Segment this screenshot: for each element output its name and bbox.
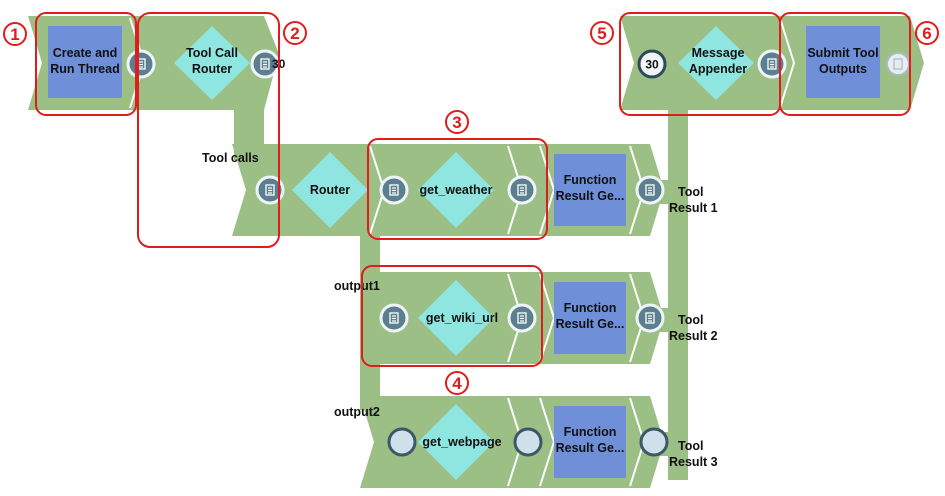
badge-number: 3 [452,113,461,132]
port-get-wiki-url-in[interactable] [379,303,409,333]
port-function-result-2-out[interactable] [635,303,665,333]
label-tool-result-1: Tool [678,185,703,199]
port-router-in[interactable] [255,175,285,205]
label-output2: output2 [334,405,380,419]
snap-square [554,406,626,478]
highlight-2 [137,12,280,248]
document-icon [893,58,903,70]
snap-create-run-thread[interactable]: Create and Run Thread [48,26,122,98]
snap-diamond [418,404,494,480]
gap-2 [380,364,668,396]
pipe-gap-fill [668,110,688,144]
snap-square [48,26,122,98]
port-count-appender-in: 30 [645,58,659,72]
highlight-1 [35,12,137,116]
label-tool-result-1: Result 1 [669,201,718,215]
snap-square [554,282,626,354]
port-function-result-3-out[interactable] [639,427,669,457]
label-tool-result-2: Result 2 [669,329,718,343]
port-message-appender-in[interactable]: 30 [637,49,667,79]
label-tool-calls: Tool calls [202,151,259,165]
badge-number: 2 [290,24,299,43]
snap-label: Appender [689,62,747,76]
badge-number: 1 [10,25,19,44]
snap-submit-tool-outputs[interactable]: Submit Tool Outputs [806,26,880,98]
snap-get-webpage[interactable]: get_webpage [418,404,502,480]
snap-label: Router [192,62,232,76]
highlight-3 [367,138,548,240]
snap-square [806,26,880,98]
snap-diamond [292,152,368,228]
snap-function-result-2[interactable]: Function Result Ge... [554,282,626,354]
snap-function-result-1[interactable]: Function Result Ge... [554,154,626,226]
snap-label: Create and [53,46,118,60]
badge-1: 1 [3,22,27,46]
port-submit-tool-outputs-out[interactable] [886,52,910,76]
snap-label: Result Ge... [556,441,625,455]
snap-label: Outputs [819,62,867,76]
badge-number: 6 [922,24,931,43]
port-message-appender-out[interactable] [757,49,787,79]
snap-tool-call-router[interactable]: Tool Call Router [174,26,250,100]
snap-router[interactable]: Router [292,152,368,228]
port-get-wiki-url-out[interactable] [507,303,537,333]
port-get-weather-in[interactable] [379,175,409,205]
highlight-6 [779,12,911,116]
snap-diamond [418,280,494,356]
label-tool-result-3: Result 3 [669,455,718,469]
highlight-boxes [35,12,911,367]
snap-square [554,154,626,226]
snap-diamond [418,152,494,228]
snap-label: Function [564,173,617,187]
port-get-webpage-out[interactable] [513,427,543,457]
snap-label: Function [564,301,617,315]
badge-5: 5 [590,21,614,45]
label-output1: output1 [334,279,380,293]
snap-message-appender[interactable]: Message Appender [678,26,754,100]
badge-number: 5 [597,24,606,43]
pipe-trunk-right [668,100,688,480]
snap-label: Router [310,183,350,197]
badge-2: 2 [283,21,307,45]
snap-get-wiki-url[interactable]: get_wiki_url [418,280,498,356]
highlight-4 [361,265,543,367]
snap-label: Result Ge... [556,189,625,203]
port-create-run-thread-out[interactable] [126,49,156,79]
snap-diamond [678,26,754,100]
badge-4: 4 [445,371,469,395]
snap-label: Result Ge... [556,317,625,331]
port-get-webpage-in[interactable] [387,427,417,457]
snap-label: Message [692,46,745,60]
snap-label: Function [564,425,617,439]
badge-number: 4 [452,374,462,393]
port-function-result-1-out[interactable] [635,175,665,205]
port-get-weather-out[interactable] [507,175,537,205]
snap-label: get_weather [420,183,493,197]
snap-get-weather[interactable]: get_weather [418,152,494,228]
snap-diamond [174,26,250,100]
snap-label: Run Thread [50,62,119,76]
badge-3: 3 [445,110,469,134]
snap-label: Tool Call [186,46,238,60]
snap-label: get_webpage [422,435,501,449]
badge-6: 6 [915,21,939,45]
label-tool-result-3: Tool [678,439,703,453]
label-tool-result-2: Tool [678,313,703,327]
snap-label: Submit Tool [807,46,878,60]
snap-label: get_wiki_url [426,311,498,325]
snap-function-result-3[interactable]: Function Result Ge... [554,406,626,478]
